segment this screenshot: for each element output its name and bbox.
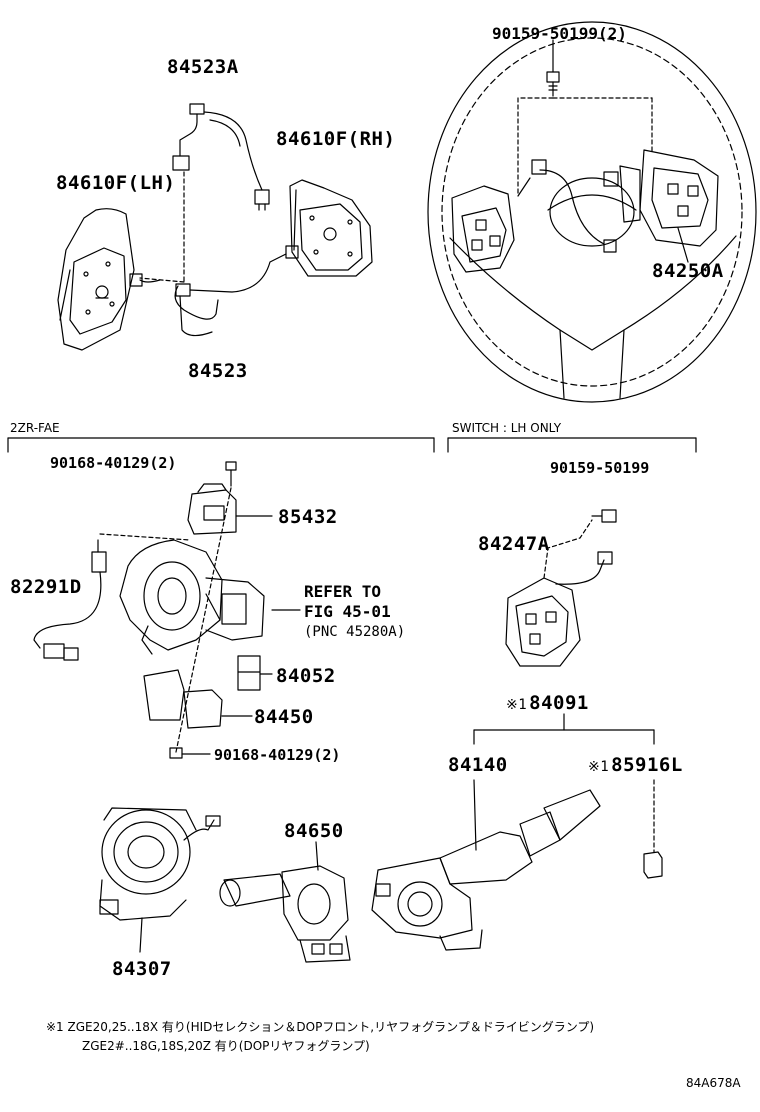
bolt-90159-single [591,509,617,523]
steering-bolt-90159 [546,71,560,97]
wire-harness-84523A [172,103,270,211]
refer-line-2: FIG 45-01 [304,602,391,621]
refer-line-3: (PNC 45280A) [304,624,406,640]
label-84052: 84052 [276,665,336,687]
label-84250A: 84250A [652,260,724,282]
note-mark-84091: ※1 [506,697,528,713]
label-90159-50199-2: 90159-50199(2) [492,24,627,43]
footnote: ※1 ZGE20,25..18X 有り(HIDセレクション＆DOPフロント,リヤ… [46,1018,594,1056]
label-84091-number: 84091 [529,692,589,714]
dashed-leader-84523 [139,171,185,283]
screw-90168-top [225,461,237,487]
label-84140: 84140 [448,754,508,776]
steering-switch-left [451,185,515,273]
switch-84140 [371,779,601,951]
steering-wheel [427,21,757,403]
refer-line-1: REFER TO [304,582,382,601]
paddle-switch-lh [57,208,135,351]
label-84523A: 84523A [167,56,239,78]
footnote-line-1: ※1 ZGE20,25..18X 有り(HIDセレクション＆DOPフロント,リヤ… [46,1020,595,1034]
label-90168-40129-2-top: 90168-40129(2) [50,454,177,472]
note-mark-85916L: ※1 [588,759,610,775]
refer-note: REFER TO FIG 45-01 (PNC 45280A) [304,582,405,642]
steering-switch-right [603,149,719,247]
switch-84650 [219,841,351,963]
dashed-leaders-center [99,487,232,753]
label-90168-40129-2-bottom: 90168-40129(2) [214,746,341,764]
harness-82291D [33,539,107,661]
section-label-switch-lh-only: SWITCH : LH ONLY [452,421,562,435]
switch-84052 [237,655,273,691]
leader-84250A [677,227,689,263]
label-84610F-lh: 84610F(LH) [56,172,176,194]
switch-84247A [505,519,613,667]
label-84450: 84450 [254,706,314,728]
bracket-84091 [473,713,655,745]
relay-85916L [643,779,663,879]
section-bracket-right [447,437,697,453]
switch-85432 [187,483,273,535]
label-84307: 84307 [112,958,172,980]
steering-wires [517,159,617,253]
figure-code: 84A678A [686,1076,741,1090]
section-label-2zr-fae: 2ZR-FAE [10,421,60,435]
paddle-switch-rh [289,179,373,277]
clock-spring-84307 [99,807,221,953]
label-84610F-rh: 84610F(RH) [276,128,396,150]
label-85916L-number: 85916L [611,754,683,776]
label-84523: 84523 [188,360,248,382]
label-90159-50199: 90159-50199 [550,459,650,477]
wire-harness-84523 [129,245,299,337]
label-82291D: 82291D [10,576,82,598]
label-85432: 85432 [278,506,338,528]
footnote-line-2: ZGE2#..18G,18S,20Z 有り(DOPリヤフォグランプ) [82,1039,370,1053]
spiral-cable-body [119,539,265,655]
steering-dashed-leaders [517,39,653,195]
section-bracket-left [7,437,435,453]
label-84650: 84650 [284,820,344,842]
label-84247A: 84247A [478,533,550,555]
screw-90168-bottom [169,747,211,759]
bracket-84450 [143,669,253,729]
